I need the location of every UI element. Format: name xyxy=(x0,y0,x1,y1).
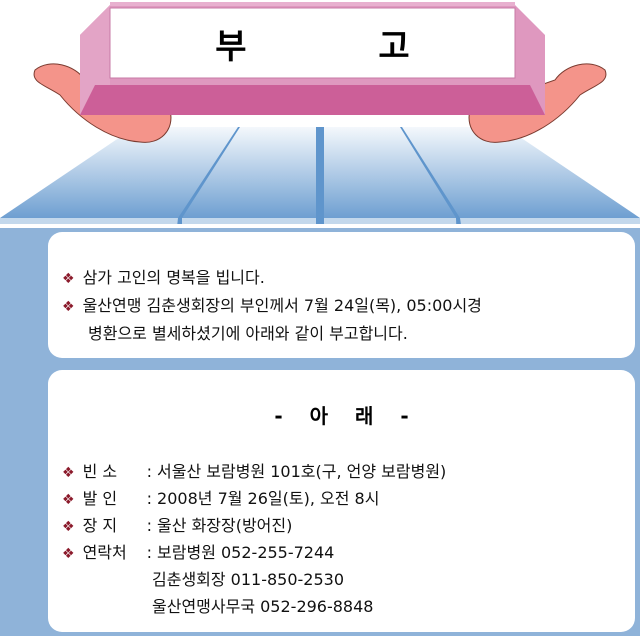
detail-item: ❖장 지: 울산 화장장(방어진) xyxy=(62,516,293,535)
diamond-bullet-icon: ❖ xyxy=(62,546,75,562)
detail-item: ❖발 인: 2008년 7월 26일(토), 오전 8시 xyxy=(62,489,380,508)
notice-line-2: ❖울산연맹 김춘생회장의 부인께서 7월 24일(목), 05:00시경 xyxy=(62,296,482,315)
diamond-bullet-icon: ❖ xyxy=(62,299,75,315)
notice-line-1: ❖삼가 고인의 명복을 빕니다. xyxy=(62,268,265,287)
details-heading: - 아 래 - xyxy=(274,404,409,428)
diamond-bullet-icon: ❖ xyxy=(62,519,75,535)
notice-line-3: 병환으로 별세하셨기에 아래와 같이 부고합니다. xyxy=(88,324,408,343)
diamond-bullet-icon: ❖ xyxy=(62,465,75,481)
details-panel: - 아 래 - ❖빈 소: 서울산 보람병원 101호(구, 언양 보람병원) … xyxy=(48,370,635,632)
contact-line: 울산연맹사무국 052-296-8848 xyxy=(152,597,374,616)
diamond-bullet-icon: ❖ xyxy=(62,492,75,508)
detail-item: ❖빈 소: 서울산 보람병원 101호(구, 언양 보람병원) xyxy=(62,462,447,481)
contact-line: 김춘생회장 011-850-2530 xyxy=(152,570,345,589)
page-title: 부 고 xyxy=(215,26,470,67)
notice-panel: ❖삼가 고인의 명복을 빕니다. ❖울산연맹 김춘생회장의 부인께서 7월 24… xyxy=(48,232,635,358)
detail-item: ❖연락처: 보람병원 052-255-7244 xyxy=(62,543,335,562)
diamond-bullet-icon: ❖ xyxy=(62,271,75,287)
header-illustration xyxy=(0,2,640,228)
